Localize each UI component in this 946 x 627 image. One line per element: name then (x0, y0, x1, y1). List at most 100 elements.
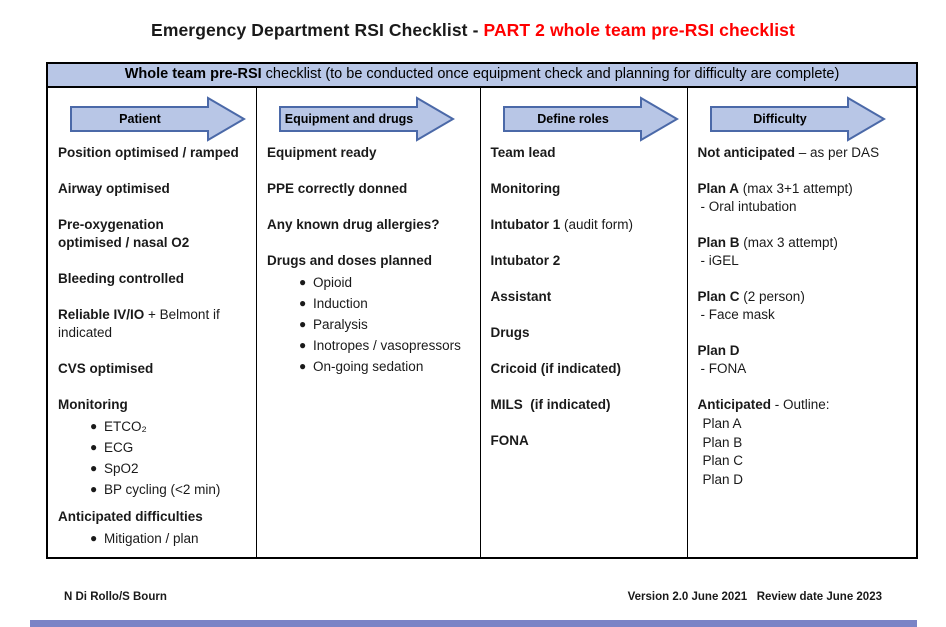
difficulty-arrow-shape (709, 96, 886, 142)
columns-row: Patient Position optimised / ramped Airw… (48, 88, 916, 559)
bullet-text: ECG (104, 440, 134, 455)
item-text: Intubator 2 (490, 253, 561, 268)
column-patient: Patient Position optimised / ramped Airw… (48, 88, 257, 559)
item-text-regular: (max 3 attempt) (739, 235, 838, 250)
bullet-mitigation: ●Mitigation / plan (58, 528, 246, 549)
item-plan-b-detail: - iGEL (700, 253, 739, 268)
bullet-icon: ● (299, 359, 307, 373)
outline-plan-c: Plan C (702, 453, 744, 468)
item-plan-b: Plan B (max 3 attempt) (698, 234, 906, 252)
bullet-paralysis: ● Paralysis (267, 314, 470, 335)
item-text: Assistant (490, 289, 552, 304)
bullet-icon: ● (299, 338, 307, 352)
banner-bold-text: Whole team pre-RSI (124, 66, 262, 82)
page-title-black: Emergency Department RSI Checklist - (151, 20, 484, 40)
item-equipment-ready: Equipment ready (267, 144, 470, 162)
item-plan-a: Plan A (max 3+1 attempt) (698, 180, 906, 198)
item-plan-d: Plan D (698, 342, 906, 360)
footer-version: Version 2.0 June 2021 Review date June 2… (627, 591, 882, 603)
outline-plan-list: Plan A Plan B Plan C Plan D (698, 415, 906, 489)
item-ppe-donned: PPE correctly donned (267, 180, 470, 198)
item-drugs-doses-planned: Drugs and doses planned (267, 252, 470, 270)
item-text: Equipment ready (267, 145, 377, 160)
bullet-induction: ●Induction (267, 293, 470, 314)
item-text-regular: – as per DAS (795, 145, 880, 160)
item-drugs-role: Drugs (491, 324, 677, 342)
item-text: Position optimised / ramped (58, 145, 239, 160)
column-roles: Define roles Team lead Monitoring Intuba… (481, 88, 688, 559)
item-plan-c-detail: - Face mask (700, 307, 775, 322)
bullet-text: Inotropes / vasopressors (313, 338, 461, 353)
item-not-anticipated: Not anticipated – as per DAS (698, 144, 906, 162)
item-text: Plan B (697, 235, 740, 250)
roles-arrow-label: Define roles (537, 112, 609, 126)
bullet-bp-cycling: ●BP cycling (<2 min) (58, 479, 246, 500)
item-assistant: Assistant (491, 288, 677, 306)
equipment-arrow-label: Equipment and drugs (285, 112, 414, 126)
patient-arrow: Patient (70, 96, 246, 142)
equipment-arrow: Equipment and drugs (279, 96, 455, 142)
item-pre-oxygenation: Pre-oxygenation optimised / nasal O2 (58, 216, 246, 252)
bullet-spo2: ● SpO2 (58, 458, 246, 479)
outline-plan-b: Plan B (702, 434, 743, 450)
item-intubator-2: Intubator 2 (491, 252, 677, 270)
item-text: Plan D (697, 343, 740, 358)
item-text: Bleeding controlled (58, 271, 185, 286)
item-text: Drugs and doses planned (267, 253, 433, 268)
column-difficulty: Difficulty Not anticipated – as per DAS … (688, 88, 916, 559)
item-team-lead: Team lead (491, 144, 677, 162)
item-text: MILS (if indicated) (490, 397, 611, 412)
item-cvs-optimised: CVS optimised (58, 360, 246, 378)
item-text: Airway optimised (58, 181, 170, 196)
item-anticipated-outline: Anticipated - Outline: (698, 396, 906, 414)
bullet-icon: ● (90, 461, 98, 475)
bullet-icon: ● (299, 296, 307, 310)
patient-arrow-shape (70, 96, 246, 142)
item-plan-c: Plan C (2 person) (698, 288, 906, 306)
outline-plan-a: Plan A (702, 416, 742, 431)
item-monitoring-role: Monitoring (491, 180, 677, 198)
item-plan-d-detail: - FONA (700, 361, 747, 376)
item-position-optimised: Position optimised / ramped (58, 144, 246, 162)
bullet-icon: ● (299, 275, 307, 289)
item-text: PPE correctly donned (267, 181, 408, 196)
item-text-regular: (audit form) (560, 217, 634, 232)
bullet-opioid: ●Opioid (267, 272, 470, 293)
item-drug-allergies: Any known drug allergies? (267, 216, 470, 234)
bullet-icon: ● (90, 419, 98, 433)
item-fona-role: FONA (491, 432, 677, 450)
bullet-text: Mitigation / plan (104, 531, 199, 546)
item-text: CVS optimised (58, 361, 154, 376)
patient-arrow-label: Patient (119, 112, 162, 126)
item-text: Intubator 1 (490, 217, 561, 232)
column-equipment: Equipment and drugs Equipment ready PPE … (257, 88, 481, 559)
item-text: Team lead (490, 145, 556, 160)
item-text: Monitoring (490, 181, 561, 196)
difficulty-arrow: Difficulty (709, 96, 886, 142)
bullet-icon: ● (90, 482, 98, 496)
bullet-inotropes: ● Inotropes / vasopressors (267, 335, 470, 356)
banner-rest-text: checklist (to be conducted once equipmen… (261, 66, 840, 82)
equipment-arrow-shape (279, 96, 455, 142)
item-intubator-1: Intubator 1 (audit form) (491, 216, 677, 234)
item-bleeding-controlled: Bleeding controlled (58, 270, 246, 288)
bullet-text: On-going sedation (313, 359, 424, 374)
item-text: Plan A (697, 181, 740, 196)
checklist-table: Whole team pre-RSI checklist (to be cond… (46, 62, 918, 559)
item-text-regular: + Belmont if indicated (58, 307, 224, 340)
bullet-ongoing-sedation: ● On-going sedation (267, 356, 470, 377)
bullet-text: Paralysis (313, 317, 368, 332)
difficulties-bullet-list: ●Mitigation / plan (58, 528, 246, 549)
roles-arrow: Define roles (502, 96, 679, 142)
bullet-text: SpO2 (104, 461, 139, 476)
bullet-icon: ● (299, 317, 307, 331)
monitoring-bullet-list: ● ETCO₂ ● ECG ● SpO2 ●BP cycling (<2 min) (58, 416, 246, 500)
item-airway-optimised: Airway optimised (58, 180, 246, 198)
bullet-text: ETCO₂ (104, 419, 147, 434)
drugs-bullet-list: ●Opioid ●Induction ● Paralysis ● Inotropes… (267, 272, 470, 377)
item-text: Anticipated difficulties (58, 509, 203, 524)
item-anticipated-difficulties: Anticipated difficulties (58, 508, 246, 526)
page-title: Emergency Department RSI Checklist - PAR… (0, 20, 946, 41)
item-text: Any known drug allergies? (267, 217, 440, 232)
